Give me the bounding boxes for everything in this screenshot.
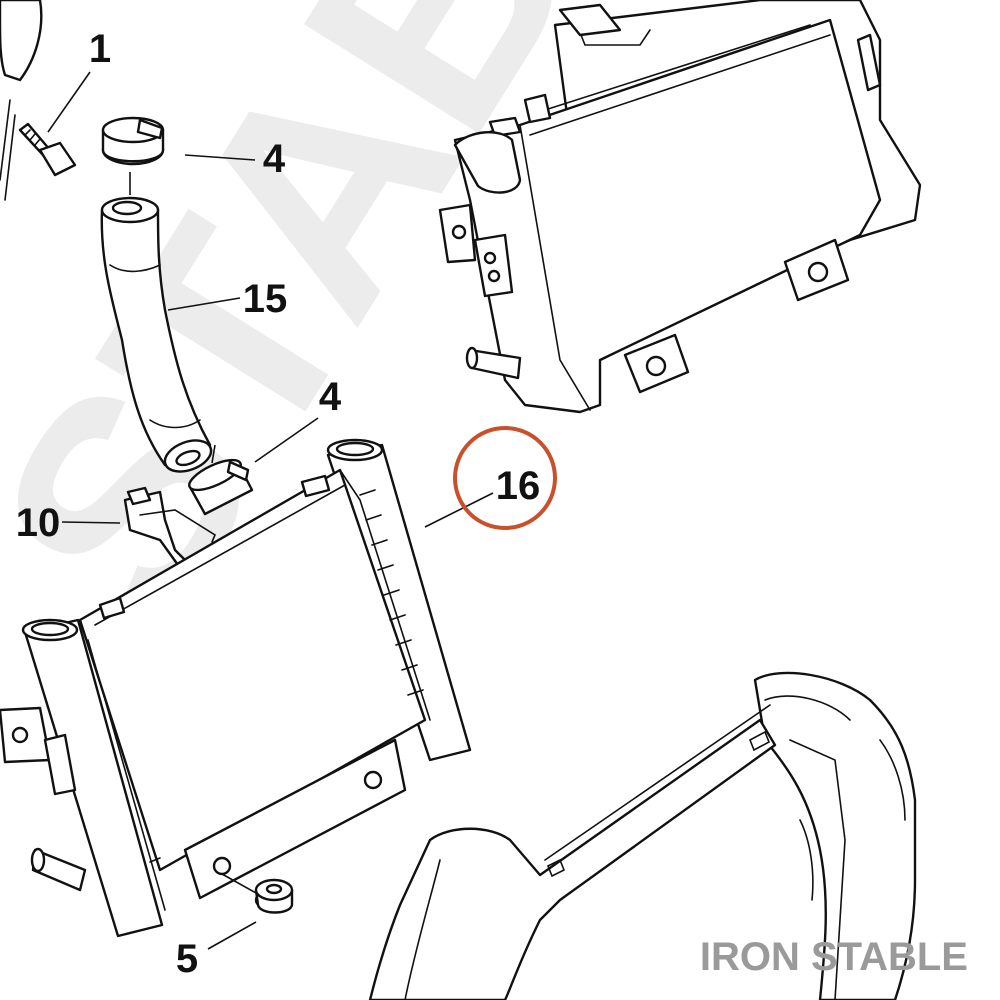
corner-watermark: IRON STABLE	[700, 935, 968, 979]
callout-5: 5	[176, 937, 198, 981]
leader-lines	[47, 71, 494, 950]
mounting-bracket-icon	[123, 486, 217, 567]
rubber-grommet-icon	[254, 878, 294, 914]
callout-1: 1	[89, 27, 111, 71]
hose-clamp-icon	[188, 458, 254, 516]
hose-clamp-icon	[101, 116, 165, 166]
upper-cooler-assembly-icon	[438, 0, 922, 414]
callout-16: 16	[496, 464, 541, 508]
bolt-icon	[18, 122, 77, 177]
coolant-hose-stub-icon	[0, 0, 43, 201]
callout-10: 10	[16, 501, 61, 545]
callout-4-lower: 4	[319, 375, 342, 419]
lower-shroud-icon	[368, 671, 917, 1000]
coolant-hose-icon	[100, 196, 213, 473]
callout-4-upper: 4	[263, 137, 286, 181]
oil-cooler-radiator-icon	[0, 438, 472, 938]
highlight-ring	[453, 426, 557, 530]
callout-15: 15	[243, 277, 288, 321]
